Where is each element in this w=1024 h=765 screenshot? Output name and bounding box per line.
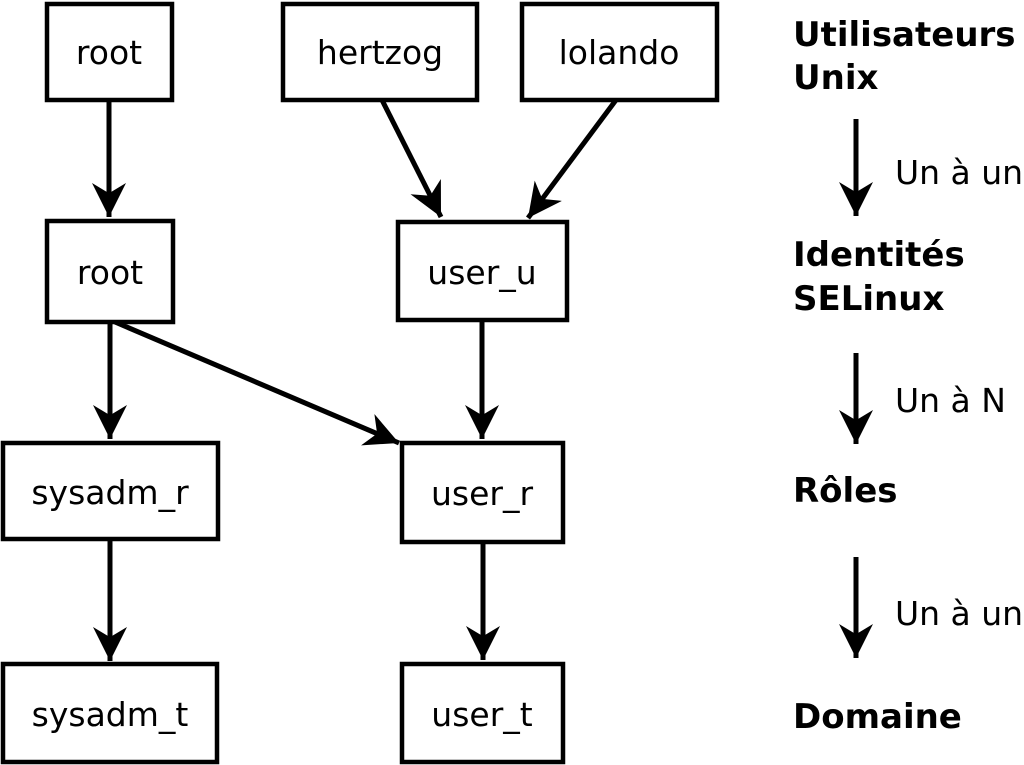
node-hertzog-label: hertzog [317,33,443,72]
node-unix-root-box [44,1,175,103]
node-user-u-label: user_u [427,253,536,292]
node-hertzog: hertzog [280,1,480,103]
node-sysadm-t-box [0,661,220,765]
node-sysadm-t-label: sysadm_t [32,695,189,734]
node-unix-root: root [44,1,175,103]
arrow-hertzog-to-user-u [379,98,444,219]
node-user-r-box [399,440,566,545]
legend-one-to-one-1: Un à un [895,153,1023,192]
legend-roles: Rôles [793,471,898,511]
node-selinux-root-box [44,218,176,325]
node-lolando-box [519,1,720,103]
node-lolando-label: lolando [559,33,680,72]
legend: Utilisateurs Unix Un à un Identités SELi… [793,15,1023,737]
legend-unix-users-line2: Unix [793,58,878,98]
legend-selinux-identities-line1: Identités [793,235,965,275]
node-selinux-root-label: root [77,253,143,292]
legend-unix-users-line1: Utilisateurs [793,15,1016,55]
node-sysadm-r-box [0,440,221,542]
node-user-t: user_t [399,661,566,765]
node-hertzog-box [280,1,480,103]
node-user-u: user_u [395,219,570,323]
node-user-t-label: user_t [431,695,532,734]
legend-one-to-one-2: Un à un [895,594,1023,633]
node-sysadm-t: sysadm_t [0,661,220,765]
node-selinux-root: root [44,218,176,325]
node-user-u-box [395,219,570,323]
arrow-lolando-to-user-u [525,98,619,220]
arrow-selinux-root-to-user-r [114,319,400,446]
node-unix-root-label: root [76,33,142,72]
node-lolando: lolando [519,1,720,103]
node-user-t-box [399,661,566,765]
node-sysadm-r: sysadm_r [0,440,221,542]
node-sysadm-r-label: sysadm_r [31,473,189,512]
legend-one-to-n: Un à N [895,381,1006,420]
node-user-r-label: user_r [431,474,533,513]
legend-domain: Domaine [793,697,962,737]
legend-selinux-identities-line2: SELinux [793,279,944,319]
node-user-r: user_r [399,440,566,545]
